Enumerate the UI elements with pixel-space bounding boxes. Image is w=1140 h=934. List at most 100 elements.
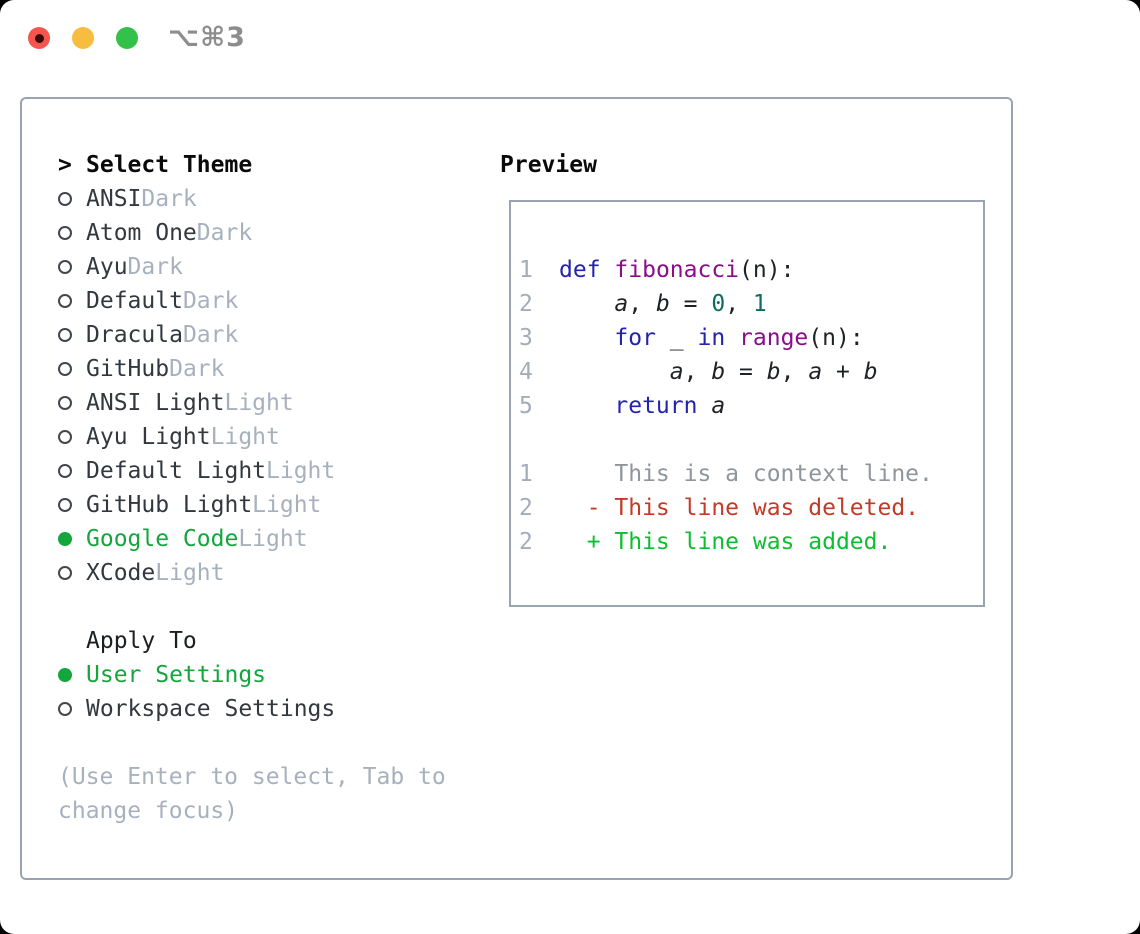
radio-selected-icon bbox=[58, 668, 86, 682]
close-button[interactable] bbox=[28, 27, 50, 49]
theme-item-ayu[interactable]: Ayu Dark bbox=[58, 250, 446, 284]
theme-item-dracula[interactable]: Dracula Dark bbox=[58, 318, 446, 352]
apply-to-header: Apply To bbox=[86, 628, 197, 654]
radio-icon bbox=[58, 226, 86, 240]
radio-dot bbox=[58, 396, 72, 410]
code-token: a bbox=[711, 393, 726, 419]
theme-item-atom-one[interactable]: Atom One Dark bbox=[58, 216, 446, 250]
code-token: return bbox=[614, 393, 698, 419]
code-token: , bbox=[780, 359, 809, 385]
code-token bbox=[559, 393, 614, 419]
code-token: (n): bbox=[808, 325, 864, 351]
apply-option-user-settings[interactable]: User Settings bbox=[58, 658, 446, 692]
code-token: - This line was deleted. bbox=[559, 495, 920, 521]
theme-name: ANSI Light bbox=[86, 390, 225, 416]
code-text: def fibonacci(n): bbox=[559, 253, 794, 287]
line-number: 3 bbox=[519, 325, 533, 351]
radio-dot bbox=[58, 226, 72, 240]
code-token: b bbox=[655, 291, 670, 317]
code-token bbox=[559, 325, 614, 351]
radio-icon bbox=[58, 396, 86, 410]
minimize-button[interactable] bbox=[72, 27, 94, 49]
theme-item-github[interactable]: GitHub Dark bbox=[58, 352, 446, 386]
code-text: a, b = b, a + b bbox=[559, 355, 878, 389]
code-token bbox=[559, 291, 614, 317]
theme-variant: Light bbox=[210, 424, 280, 450]
select-theme-title: Select Theme bbox=[86, 152, 253, 178]
radio-dot bbox=[58, 362, 72, 376]
code-token: in bbox=[697, 325, 726, 351]
radio-dot bbox=[58, 498, 72, 512]
theme-variant: Dark bbox=[141, 186, 197, 212]
spacer bbox=[58, 590, 446, 624]
code-line: 1 This is a context line. bbox=[519, 457, 983, 491]
code-token: a bbox=[614, 291, 629, 317]
code-line: 3 for _ in range(n): bbox=[519, 321, 983, 355]
line-number: 2 bbox=[519, 495, 533, 521]
theme-variant: Dark bbox=[182, 322, 239, 348]
code-token: b bbox=[766, 359, 781, 385]
theme-variant: Dark bbox=[196, 220, 253, 246]
line-number: 1 bbox=[519, 461, 533, 487]
radio-dot bbox=[58, 668, 72, 682]
radio-dot bbox=[58, 532, 72, 546]
code-line: 2 + This line was added. bbox=[519, 525, 983, 559]
apply-option-label: Workspace Settings bbox=[86, 696, 336, 722]
code-token: def bbox=[559, 257, 601, 283]
theme-name: Ayu Light bbox=[86, 424, 211, 450]
code-text: return a bbox=[559, 389, 725, 423]
line-number bbox=[519, 423, 559, 457]
code-token: a bbox=[669, 359, 684, 385]
code-token: fibonacci bbox=[614, 257, 740, 283]
theme-name: XCode bbox=[86, 560, 156, 586]
traffic-lights bbox=[28, 27, 138, 49]
radio-icon bbox=[58, 702, 86, 716]
spacer bbox=[58, 726, 446, 760]
zoom-button[interactable] bbox=[116, 27, 138, 49]
radio-icon bbox=[58, 260, 86, 274]
theme-item-xcode[interactable]: XCode Light bbox=[58, 556, 446, 590]
theme-variant: Light bbox=[155, 560, 225, 586]
code-token: + bbox=[822, 359, 864, 385]
code-line: 5 return a bbox=[519, 389, 983, 423]
code-text: a, b = 0, 1 bbox=[559, 287, 766, 321]
theme-name: GitHub bbox=[86, 356, 170, 382]
theme-name: Dracula bbox=[86, 322, 183, 348]
theme-variant: Dark bbox=[169, 356, 225, 382]
theme-variant: Light bbox=[224, 390, 294, 416]
theme-item-default-light[interactable]: Default Light Light bbox=[58, 454, 446, 488]
code-token: _ bbox=[655, 325, 698, 351]
code-token: = bbox=[725, 359, 767, 385]
code-token bbox=[725, 325, 739, 351]
radio-dot bbox=[58, 260, 72, 274]
theme-item-ansi-light[interactable]: ANSI Light Light bbox=[58, 386, 446, 420]
theme-item-ayu-light[interactable]: Ayu Light Light bbox=[58, 420, 446, 454]
theme-name: Atom One bbox=[86, 220, 197, 246]
radio-selected-icon bbox=[58, 532, 86, 546]
code-text: This is a context line. bbox=[559, 457, 933, 491]
radio-icon bbox=[58, 192, 86, 206]
radio-dot bbox=[58, 702, 72, 716]
code-text: - This line was deleted. bbox=[559, 491, 919, 525]
code-token bbox=[559, 359, 670, 385]
close-dot-icon bbox=[34, 33, 44, 43]
line-number: 5 bbox=[519, 393, 533, 419]
theme-item-default[interactable]: Default Dark bbox=[58, 284, 446, 318]
code-token: This is a context line. bbox=[559, 461, 933, 487]
code-line: 2 - This line was deleted. bbox=[519, 491, 983, 525]
line-number: 1 bbox=[519, 257, 533, 283]
apply-option-workspace-settings[interactable]: Workspace Settings bbox=[58, 692, 446, 726]
theme-item-ansi[interactable]: ANSI Dark bbox=[58, 182, 446, 216]
radio-icon bbox=[58, 498, 86, 512]
select-theme-header: > Select Theme bbox=[58, 148, 446, 182]
theme-item-google-code[interactable]: Google Code Light bbox=[58, 522, 446, 556]
radio-icon bbox=[58, 430, 86, 444]
theme-item-github-light[interactable]: GitHub Light Light bbox=[58, 488, 446, 522]
code-line: 1 def fibonacci(n): bbox=[519, 253, 983, 287]
